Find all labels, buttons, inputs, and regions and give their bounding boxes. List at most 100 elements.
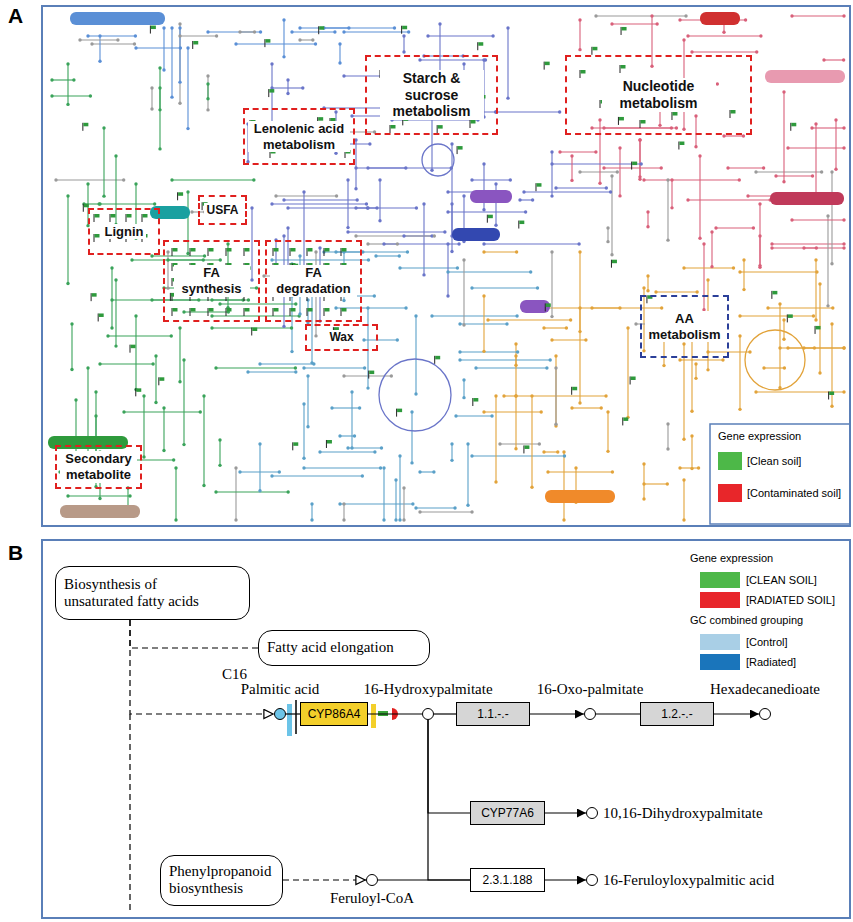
compound-dot: [454, 414, 457, 417]
pathway-line: [219, 440, 220, 465]
flag-icon: [273, 248, 279, 256]
compound-dot: [746, 194, 749, 197]
compound-dot: [514, 394, 517, 397]
compound-dot: [402, 50, 405, 53]
compound-name: Palmitic acid: [241, 681, 320, 697]
flag-pole: [341, 248, 342, 256]
cycle-ring: [745, 330, 805, 390]
flag-sheet: [471, 120, 476, 124]
flag-pole: [172, 278, 173, 286]
compound-dot: [462, 62, 465, 65]
compound-dot: [782, 180, 785, 183]
flag-sheet: [519, 221, 524, 225]
compound-dot: [758, 266, 761, 269]
flag-icon: [545, 303, 551, 311]
flag-pole: [83, 204, 84, 212]
flag-sheet: [631, 376, 636, 380]
flag-icon: [273, 308, 279, 316]
compound-dot: [600, 406, 603, 409]
compound-dot: [134, 46, 137, 49]
pathway-line: [336, 307, 406, 308]
pathway-line: [680, 359, 723, 360]
compound-dot: [50, 78, 53, 81]
pathway-line: [420, 59, 485, 60]
pathway-line: [611, 176, 612, 255]
pathway-line: [103, 128, 104, 196]
compound-dot: [698, 154, 701, 157]
pathway-line: [580, 171, 617, 172]
compound-node: 16-Oxo-palmitate: [584, 708, 596, 720]
reaction-connector: [434, 713, 456, 714]
compound-dot: [450, 442, 453, 445]
compound-dot: [678, 466, 681, 469]
compound-dot: [366, 306, 369, 309]
compound-dot: [338, 42, 341, 45]
pathway-line: [711, 232, 712, 267]
pathway-line: [743, 260, 744, 290]
compound-dot: [282, 18, 285, 21]
compound-dot: [153, 202, 156, 205]
flag-pole: [226, 248, 227, 256]
compound-dot: [502, 394, 505, 397]
compound-dot: [206, 97, 209, 100]
compound-dot: [335, 194, 338, 197]
compound-dot: [770, 246, 773, 249]
compound-dot: [542, 326, 545, 329]
compound-dot: [706, 278, 709, 281]
compound-dot: [418, 510, 421, 513]
compound-dot: [253, 30, 256, 33]
pathway-line: [815, 124, 816, 199]
flag-pole: [396, 409, 397, 417]
compound-dot: [375, 206, 378, 209]
flag-pole: [142, 214, 143, 222]
compound-dot: [86, 182, 89, 185]
compound-dot: [426, 34, 429, 37]
pathway-line: [728, 167, 764, 168]
pathway-line: [136, 47, 180, 48]
compound-dot: [438, 22, 441, 25]
pathway-line: [627, 328, 628, 417]
flag-pole: [264, 39, 265, 47]
flag-pole: [611, 260, 612, 268]
compound-dot: [598, 182, 601, 185]
compound-dot: [394, 478, 397, 481]
flag-icon: [640, 120, 646, 128]
compound-dot: [550, 315, 553, 318]
legend-text: [Clean soil]: [747, 453, 801, 469]
pathway-line: [348, 231, 445, 232]
flag-sheet: [369, 371, 374, 375]
pathway-tag: [545, 490, 615, 503]
map-title: Biosynthesis of unsaturated fatty acids: [64, 576, 224, 611]
compound-dot: [682, 518, 685, 521]
flag-icon: [136, 388, 142, 396]
pathway-line: [708, 351, 750, 352]
compound-dot: [226, 242, 229, 245]
compound-dot: [782, 338, 785, 341]
flag-sheet: [227, 308, 232, 312]
compound-dot: [286, 92, 289, 95]
compound-dot: [515, 314, 518, 317]
compound-dot: [618, 194, 621, 197]
pathway-line: [783, 320, 784, 339]
compound-dot: [470, 510, 473, 513]
pathway-line: [683, 344, 684, 439]
pathway-line: [236, 43, 316, 44]
flag-sheet: [788, 314, 793, 318]
compound-dot: [450, 142, 453, 145]
compound-dot: [342, 30, 345, 33]
compound-dot: [182, 443, 185, 446]
flag-sheet: [546, 303, 551, 307]
compound-dot: [748, 350, 751, 353]
flag-icon: [265, 39, 271, 47]
flag-icon: [730, 110, 736, 118]
pathway-line: [548, 471, 612, 472]
compound-dot: [646, 210, 649, 213]
compound-dot: [682, 127, 685, 130]
compound-dot: [556, 450, 559, 453]
compound-dot: [86, 366, 89, 369]
pathway-line: [824, 59, 844, 60]
compound-dot: [506, 96, 509, 99]
flag-sheet: [342, 308, 347, 312]
pathway-line: [764, 367, 784, 368]
compound-dot: [98, 34, 101, 37]
